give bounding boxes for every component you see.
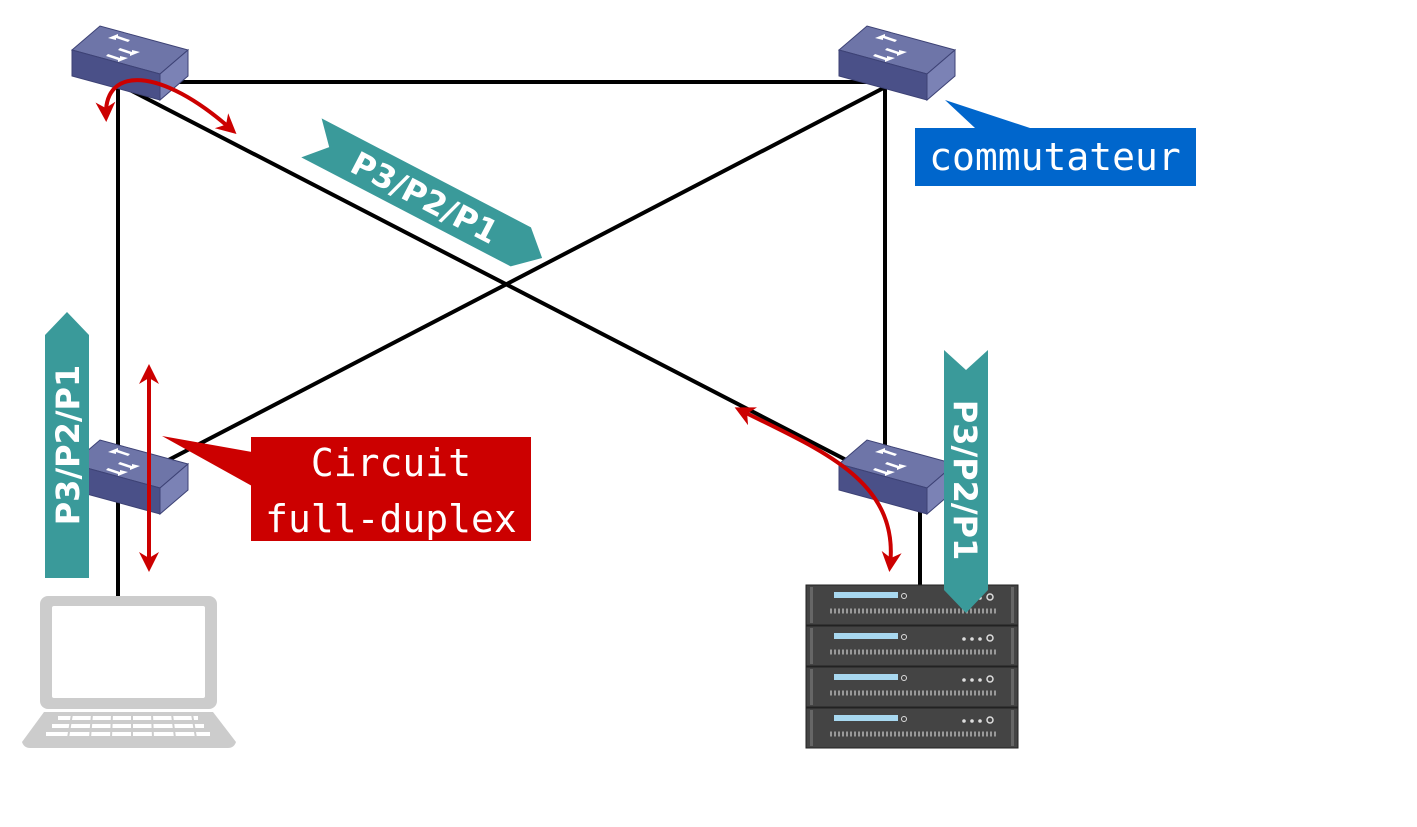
switch-bottom-left[interactable] — [71, 439, 189, 515]
switch-top-right[interactable] — [838, 25, 956, 101]
banner-diagonal-text: P3/P2/P1 — [345, 144, 505, 252]
link-diagonal-up — [129, 80, 896, 482]
banner-left-text: P3/P2/P1 — [49, 365, 87, 526]
circuit-callout: Circuit full-duplex — [162, 436, 531, 541]
priority-banner-left: P3/P2/P1 — [45, 312, 89, 578]
banner-right-text: P3/P2/P1 — [946, 400, 984, 561]
duplex-arrow-top-left — [95, 78, 237, 134]
priority-banner-right: P3/P2/P1 — [944, 350, 988, 613]
circuit-callout-line1: Circuit — [311, 441, 471, 485]
server-rack-icon[interactable] — [806, 585, 1018, 748]
switch-callout-text: commutateur — [929, 135, 1181, 179]
circuit-callout-line2: full-duplex — [265, 497, 517, 541]
duplex-arrows — [95, 78, 902, 572]
switch-callout: commutateur — [915, 100, 1196, 186]
duplex-arrow-bottom-right — [734, 407, 902, 572]
laptop-icon[interactable] — [22, 596, 236, 748]
